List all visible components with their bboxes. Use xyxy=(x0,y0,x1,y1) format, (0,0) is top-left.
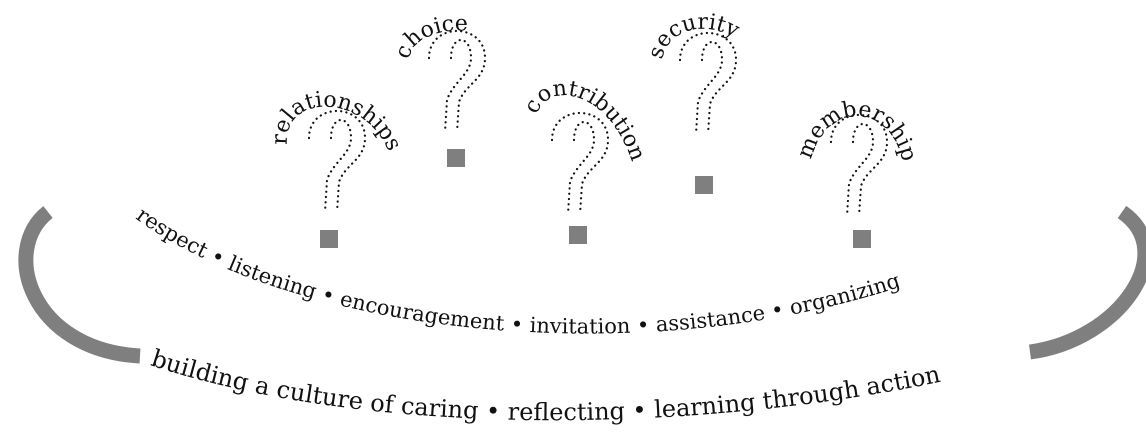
question-dot-square xyxy=(569,226,587,244)
question-label-security: security xyxy=(643,10,743,62)
question-dot-square xyxy=(320,230,338,248)
question-dot-square xyxy=(447,149,465,167)
values-arc-text: respect • listening • encouragement • in… xyxy=(132,202,903,338)
practices-arc-text: building a culture of caring • reflectin… xyxy=(148,344,943,426)
question-dot-square xyxy=(695,176,713,194)
question-label-contribution: contribution xyxy=(519,76,650,164)
question-mark-relationships: relationships xyxy=(268,87,407,248)
question-label-relationships: relationships xyxy=(268,87,407,154)
question-label-choice: choice xyxy=(390,11,468,61)
right-bracket xyxy=(1028,205,1146,360)
left-bracket xyxy=(18,206,141,364)
question-dot-square xyxy=(853,230,871,248)
question-mark-membership: membership xyxy=(793,97,922,248)
question-mark-security: security xyxy=(643,10,744,194)
question-mark-contribution: contribution xyxy=(519,76,650,244)
question-label-membership: membership xyxy=(793,97,922,164)
